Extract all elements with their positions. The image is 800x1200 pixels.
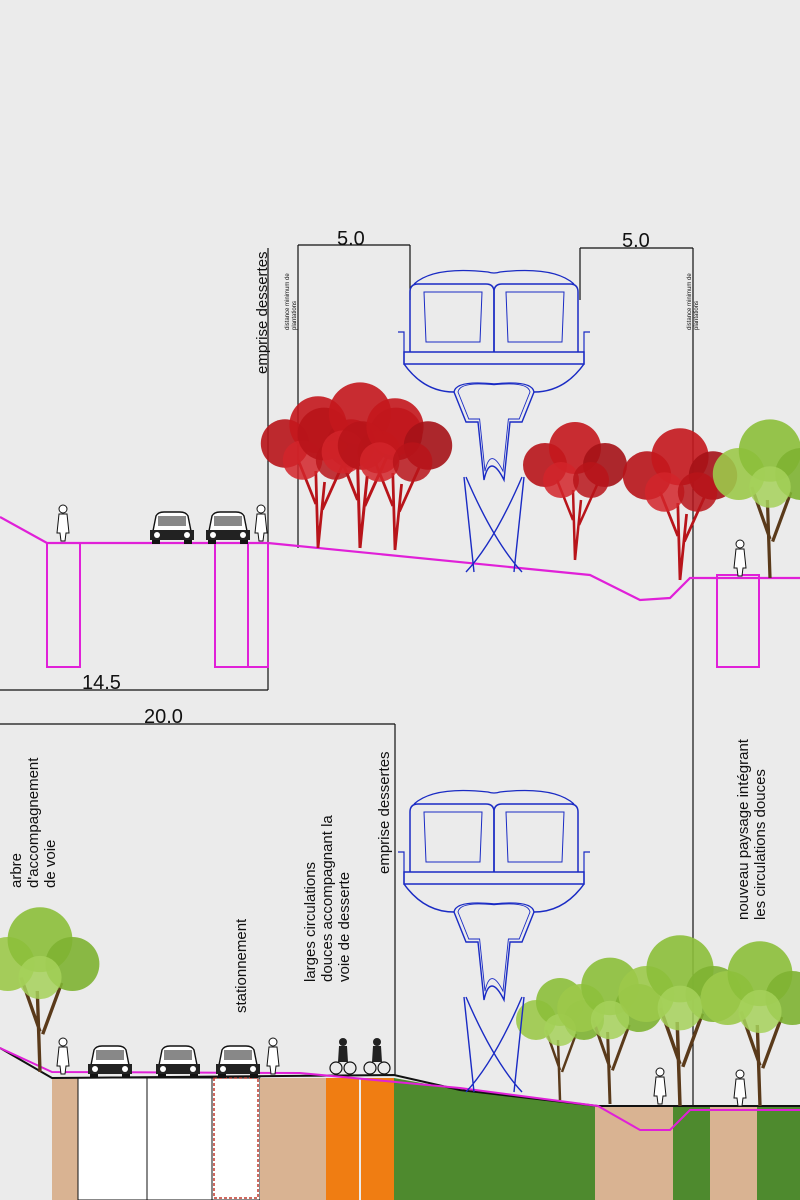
dim-label-14-5: 14.5 [82,672,121,694]
label-distance-right: distance minimum de plantations [687,273,700,330]
label-emprise-top: emprise dessertes [254,251,271,374]
label-circulations: larges circulations douces accompagnant … [302,815,353,982]
label-distance-left: distance minimum de plantations [285,273,298,330]
dim-label-upper-right: 5.0 [622,230,650,252]
label-paysage: nouveau paysage intégrant les circulatio… [735,739,769,920]
dim-label-20-0: 20.0 [144,706,183,728]
ground-profile-top [0,516,800,602]
dim-label-upper-left: 5.0 [337,228,365,250]
label-stationnement: stationnement [233,918,250,1013]
label-arbre: arbre d'accompagnement de voie [8,757,59,888]
label-emprise-bottom: emprise dessertes [376,751,393,874]
ground-profile-bottom [0,1047,800,1107]
